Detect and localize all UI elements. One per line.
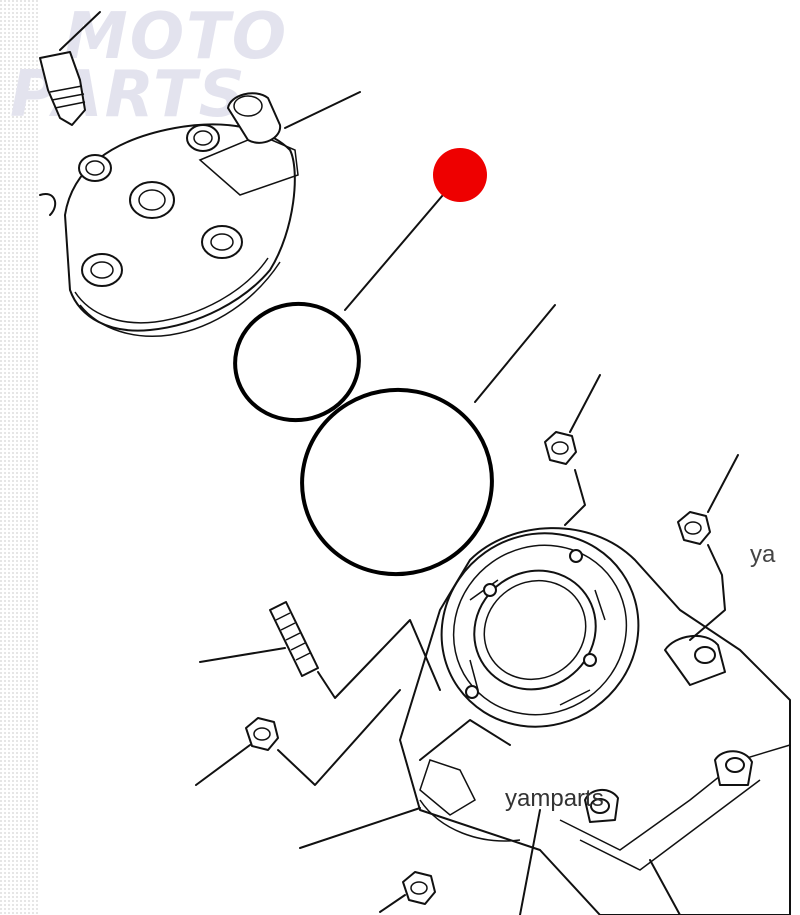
lower-leader bbox=[519, 809, 541, 915]
cylinder-nut[interactable] bbox=[379, 871, 436, 913]
watermark-edge: ya bbox=[750, 541, 776, 568]
dotted-margin bbox=[0, 0, 38, 915]
cylinder-head[interactable] bbox=[39, 123, 299, 337]
highlight-marker[interactable] bbox=[433, 148, 487, 202]
head-bolt-hole bbox=[186, 124, 220, 152]
cylinder-leader bbox=[299, 807, 421, 849]
cylinder-nut[interactable] bbox=[677, 454, 739, 641]
watermark-line-1: MOTO bbox=[64, 0, 288, 74]
head-fitting[interactable] bbox=[227, 91, 361, 144]
head-bolt-hole bbox=[201, 225, 243, 259]
large-o-ring-leader bbox=[474, 304, 556, 403]
cylinder-flange bbox=[440, 532, 640, 728]
cylinder-stud[interactable] bbox=[199, 601, 441, 699]
lower-right-leader bbox=[649, 859, 681, 915]
small-o-ring[interactable] bbox=[226, 294, 368, 430]
head-bolt-hole bbox=[129, 181, 175, 219]
spark-plug[interactable] bbox=[39, 11, 101, 126]
cylinder-nut[interactable] bbox=[195, 689, 401, 786]
small-o-ring-leader bbox=[344, 174, 461, 311]
large-o-ring[interactable] bbox=[287, 375, 506, 589]
flange-stud-hole bbox=[465, 549, 597, 699]
head-bolt-hole bbox=[78, 154, 112, 182]
head-bolt-hole bbox=[81, 253, 123, 287]
cylinder-block[interactable] bbox=[399, 495, 791, 915]
gasket-leader bbox=[419, 719, 511, 761]
exhaust-port-lug bbox=[584, 634, 753, 823]
watermark-mid: yamparts bbox=[505, 785, 604, 812]
cylinder-nut[interactable] bbox=[544, 374, 601, 526]
